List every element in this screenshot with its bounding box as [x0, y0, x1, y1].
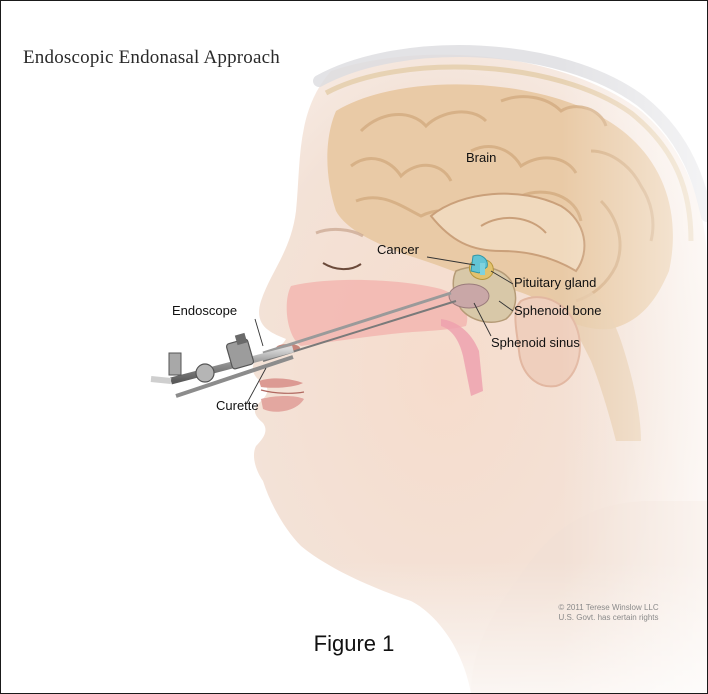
endoscope-eyepiece: [196, 364, 214, 382]
figure-caption: Figure 1: [1, 631, 707, 657]
cancer-stalk: [480, 263, 485, 275]
figure-title: Endoscopic Endonasal Approach: [23, 47, 280, 69]
copyright-line-2: U.S. Govt. has certain rights: [521, 613, 696, 623]
label-brain: Brain: [466, 150, 496, 165]
label-sphenoid-bone: Sphenoid bone: [514, 303, 601, 318]
label-pituitary-gland: Pituitary gland: [514, 275, 596, 290]
endoscope-light-port: [169, 353, 181, 375]
label-sphenoid-sinus: Sphenoid sinus: [491, 335, 580, 350]
label-cancer: Cancer: [377, 242, 419, 257]
endoscope-cable: [151, 379, 171, 381]
copyright-line-1: © 2011 Terese Winslow LLC: [521, 603, 696, 613]
label-endoscope: Endoscope: [172, 303, 237, 318]
copyright-notice: © 2011 Terese Winslow LLC U.S. Govt. has…: [521, 603, 696, 623]
label-curette: Curette: [216, 398, 259, 413]
sphenoid-sinus-shape: [449, 284, 489, 308]
